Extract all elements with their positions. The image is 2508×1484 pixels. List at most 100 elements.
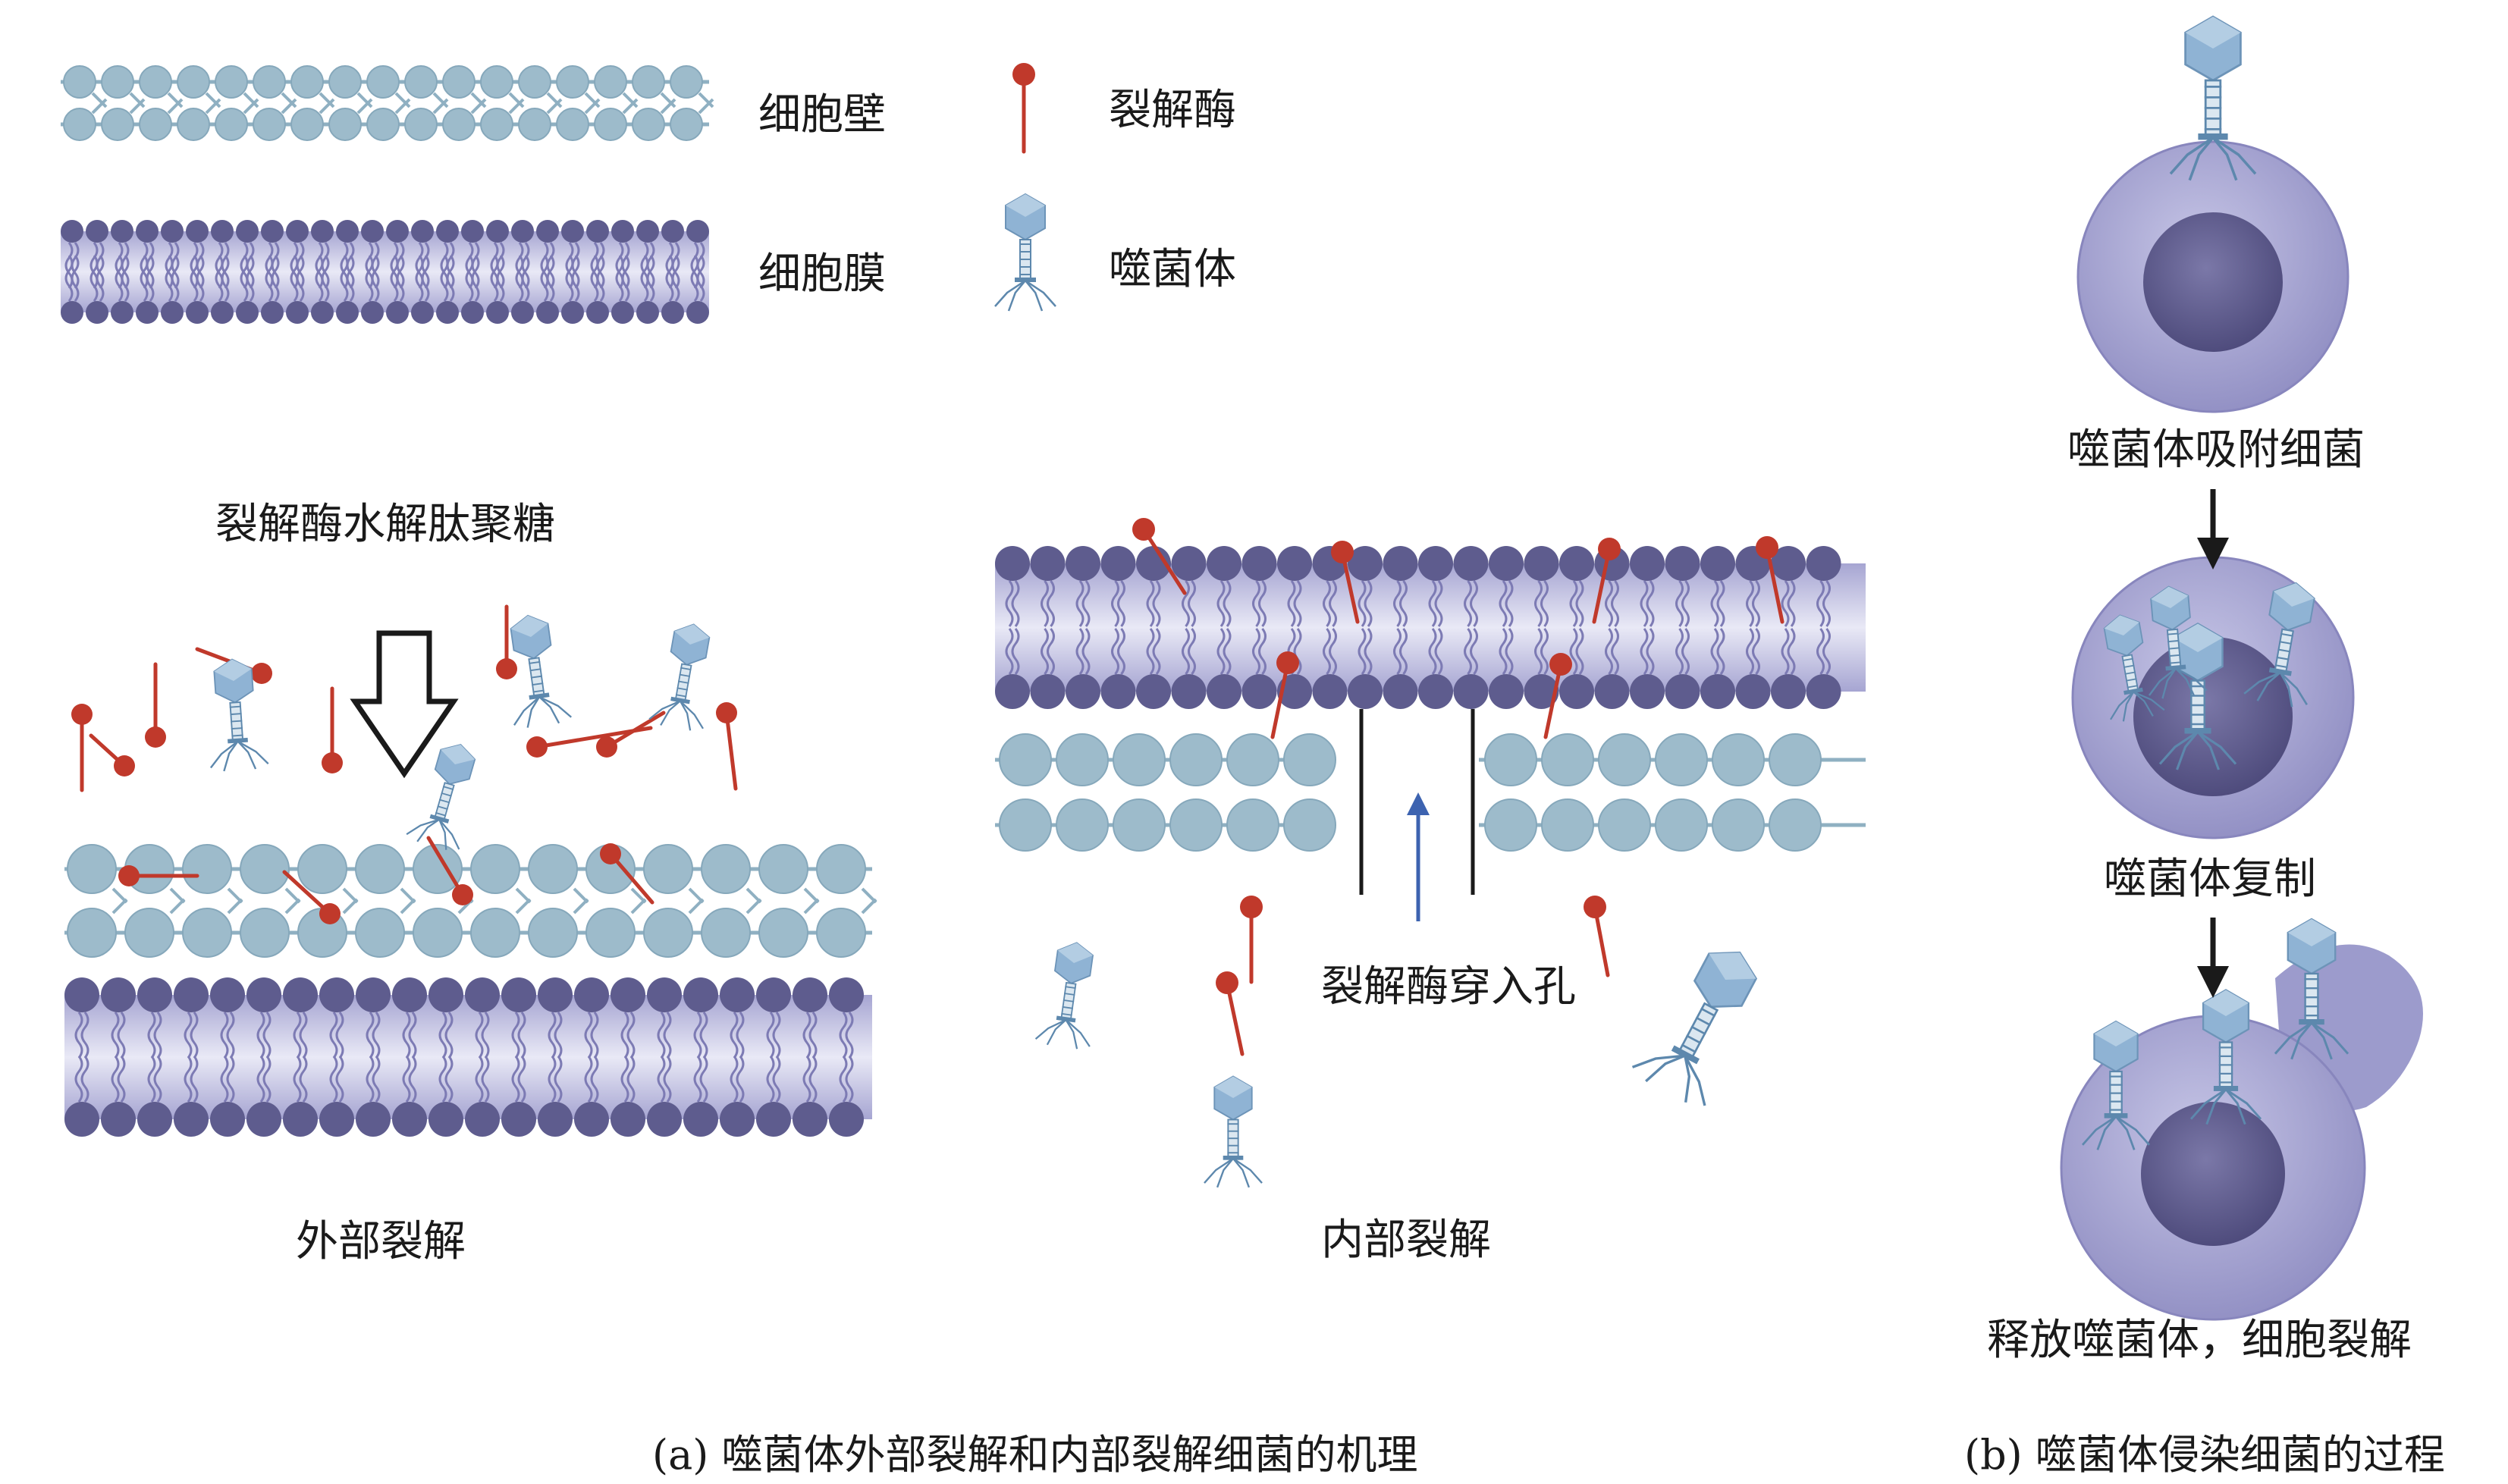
lipid-tail (626, 1056, 636, 1103)
lipid-tail (481, 1056, 490, 1103)
lipid-tail (117, 1012, 126, 1059)
crosslink (546, 92, 563, 108)
lipid-tail (596, 255, 605, 302)
phage-tail-ring (2168, 654, 2181, 657)
lipid-tail (1752, 628, 1760, 675)
phage-leg (1216, 1158, 1234, 1188)
lipid-tail (1499, 628, 1508, 675)
phage-leg (237, 740, 269, 765)
lipid-tail (226, 1056, 235, 1103)
lipid-tail (1746, 580, 1754, 627)
lipid-tail (146, 255, 155, 302)
lipid-head (428, 1102, 463, 1137)
lipid-head (586, 301, 609, 324)
peptidoglycan-unit (816, 844, 866, 894)
lysin-head (1584, 896, 1606, 918)
phage-leg (2310, 1021, 2333, 1060)
phage-tail-ring (2274, 664, 2288, 669)
lipid-tail (1188, 628, 1196, 675)
lipid-head (236, 301, 259, 324)
phage-tail-ring (2277, 648, 2291, 653)
peptidoglycan-unit (1226, 798, 1279, 852)
phage-leg (538, 696, 560, 724)
lipid-tail (335, 1056, 344, 1103)
peptidoglycan-unit (67, 908, 117, 958)
lysin-stick (426, 836, 465, 897)
phage-baseplate (2299, 1019, 2324, 1025)
peptidoglycan-hydrolysis-label: 裂解酶水解肽聚糖 (215, 500, 555, 549)
peptidoglycan-unit (240, 844, 290, 894)
lipid-tail (475, 1012, 484, 1059)
lipid-head (1559, 674, 1594, 709)
lipid-tail (766, 1012, 775, 1059)
peptidoglycan-unit (139, 65, 172, 99)
phage-leg (2176, 731, 2199, 770)
peptidoglycan-unit (1655, 733, 1708, 786)
lipid-head (1418, 546, 1453, 581)
lysin-head (596, 736, 617, 758)
phage-leg (2148, 667, 2177, 696)
lipid-tail (1358, 580, 1367, 627)
lipid-tail (1434, 580, 1443, 627)
phage-leg (2110, 691, 2134, 720)
crosslink (745, 898, 762, 915)
lysin-head (1331, 541, 1354, 563)
lipid-head (1100, 674, 1136, 709)
lipid-tail (147, 1056, 156, 1103)
lipid-tail (1605, 580, 1613, 627)
phage-leg (2115, 1115, 2151, 1146)
lipid-tail (71, 255, 80, 302)
peptidoglycan-unit (442, 108, 476, 141)
lipid-tail (1646, 628, 1655, 675)
lipid-tail (96, 255, 105, 302)
phage-tail-ring (680, 667, 692, 671)
lipid-head (995, 674, 1030, 709)
crosslink (91, 98, 108, 115)
phage-leg (416, 818, 440, 842)
peptidoglycan-unit (355, 908, 405, 958)
lipid-tail (1041, 628, 1049, 675)
phage-leg (1684, 1055, 1706, 1106)
lysin-head (1012, 63, 1035, 86)
lipid-head (538, 977, 573, 1012)
lysin-label: 裂解酶 (1109, 86, 1236, 135)
lipid-head (286, 220, 309, 243)
lipid-tail (1781, 628, 1790, 675)
peptidoglycan-unit (632, 108, 665, 141)
peptidoglycan-unit (366, 65, 400, 99)
lipid-tail (340, 255, 349, 302)
lipid-head (428, 977, 463, 1012)
phage-head-facet (2104, 615, 2139, 635)
peptidoglycan-unit (253, 65, 286, 99)
lipid-tail (444, 1012, 454, 1059)
lipid-head (246, 1102, 281, 1137)
lipid-tail (646, 255, 655, 302)
external-lysins (71, 604, 738, 924)
lipid-head (137, 1102, 172, 1137)
crosslink (861, 898, 877, 915)
lipid-tail (1822, 580, 1831, 627)
lipid-head (756, 1102, 791, 1137)
lipid-tail (415, 255, 424, 302)
crosslink (319, 98, 335, 115)
lipid-head (1771, 674, 1806, 709)
peptidoglycan-unit (413, 908, 463, 958)
peptidoglycan-unit (470, 844, 520, 894)
membrane-body (64, 995, 872, 1119)
peptidoglycan-unit (1712, 798, 1765, 852)
lipid-head (1453, 674, 1489, 709)
phage-baseplate (1056, 1015, 1076, 1023)
lipid-tail (371, 255, 380, 302)
lipid-tail (565, 255, 574, 302)
lipid-tail (590, 1056, 599, 1103)
phage (2158, 623, 2237, 770)
phage-label: 噬菌体 (1109, 245, 1236, 294)
peptidoglycan-unit (124, 908, 174, 958)
lipid-head (1806, 674, 1841, 709)
peptidoglycan-unit (63, 108, 96, 141)
lysin-stick (604, 711, 666, 749)
lipid-head (486, 220, 509, 243)
phage-leg (2225, 1088, 2262, 1120)
phage-tail-ring (532, 682, 544, 686)
peptidoglycan-unit (404, 65, 438, 99)
